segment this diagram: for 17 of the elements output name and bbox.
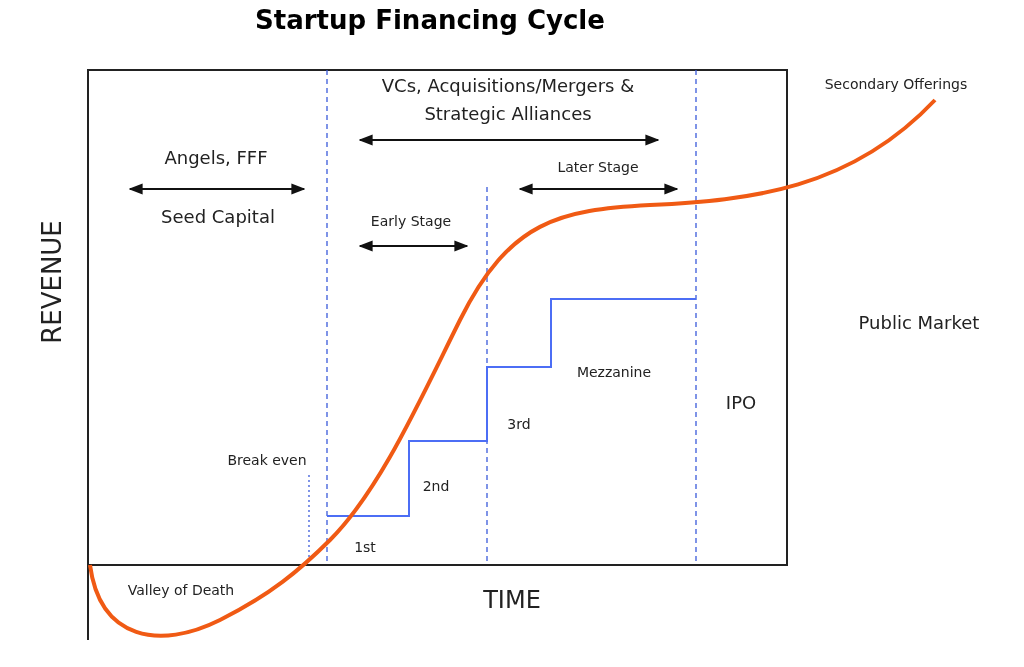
stage-label: Seed Capital [161, 205, 275, 227]
stage-label: Public Market [858, 311, 980, 333]
stage-label: VCs, Acquisitions/Mergers & Strategic Alliances [380, 74, 636, 126]
round-label: 3rd [507, 416, 531, 432]
stage-label: Early Stage [370, 213, 452, 229]
stage-label: Later Stage [557, 159, 639, 175]
axis-label: REVENUE [37, 220, 67, 344]
stage-label: Angels, FFF [164, 146, 268, 168]
stage-label: Secondary Offerings [824, 76, 968, 92]
round-label: 1st [354, 539, 376, 555]
stage-label: Valley of Death [127, 582, 235, 598]
point-label: Break even [227, 452, 307, 468]
round-label: Mezzanine [576, 364, 652, 380]
round-label: 2nd [422, 478, 450, 494]
axis-label: TIME [483, 586, 541, 614]
stage-label: IPO [725, 391, 757, 413]
chart-title: Startup Financing Cycle [255, 5, 605, 35]
